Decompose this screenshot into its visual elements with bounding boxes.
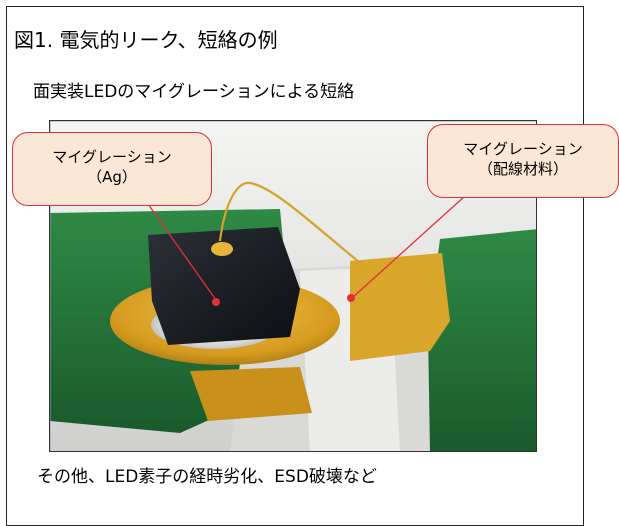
figure-title: 図1. 電気的リーク、短絡の例 xyxy=(14,28,278,52)
callout-migration-ag: マイグレーション （Ag） xyxy=(12,132,212,206)
callout-left-line2: （Ag） xyxy=(87,168,137,186)
figure-subtitle: 面実装LEDのマイグレーションによる短絡 xyxy=(33,82,355,102)
callout-left-line1: マイグレーション xyxy=(52,148,172,166)
footer-note: その他、LED素子の経時劣化、ESD破壊など xyxy=(37,467,377,487)
callout-migration-wiring: マイグレーション （配線材料） xyxy=(427,124,619,198)
callout-right-line1: マイグレーション xyxy=(463,140,583,158)
callout-right-line2: （配線材料） xyxy=(477,160,568,178)
